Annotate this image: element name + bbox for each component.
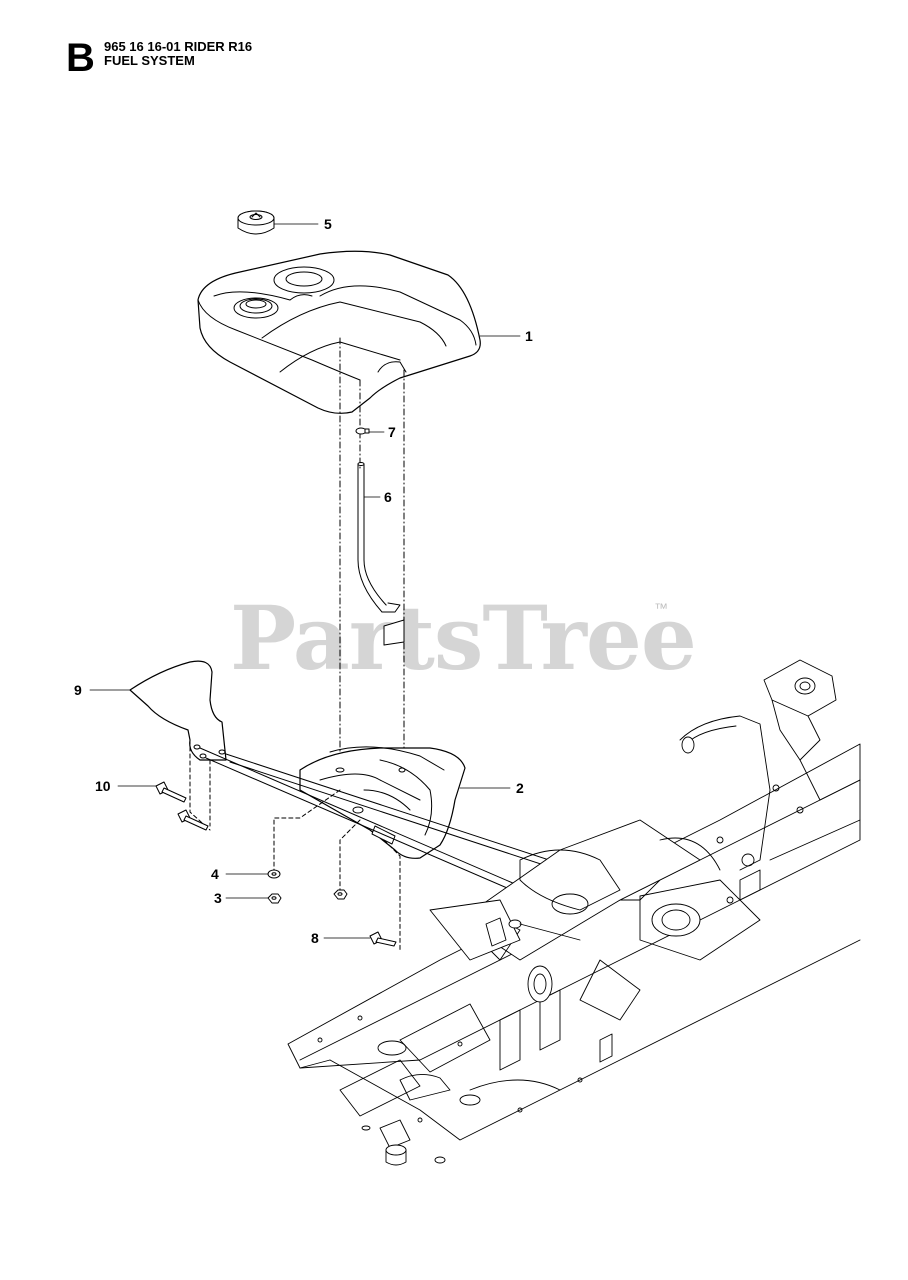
callout-1[interactable]: 1 xyxy=(525,328,533,344)
callout-5[interactable]: 5 xyxy=(324,216,332,232)
callout-6[interactable]: 6 xyxy=(384,489,392,505)
callout-3[interactable]: 3 xyxy=(214,890,222,906)
washer-nut-drawing xyxy=(267,869,348,904)
callout-leaders xyxy=(89,223,521,939)
assembly-lead-lines xyxy=(189,739,401,951)
bolt-drawing xyxy=(155,781,209,831)
header-text: 965 16 16-01 RIDER R16 FUEL SYSTEM xyxy=(104,40,252,68)
callout-4[interactable]: 4 xyxy=(211,866,219,882)
tank-bracket-drawing xyxy=(299,746,466,859)
fuel-hose-drawing xyxy=(357,462,405,646)
screw-drawing xyxy=(369,931,397,947)
watermark: PartsTree xyxy=(230,586,697,690)
fuel-cap-drawing xyxy=(237,210,275,235)
section-title: FUEL SYSTEM xyxy=(104,53,195,68)
section-letter: B xyxy=(66,36,95,80)
callout-9[interactable]: 9 xyxy=(74,682,82,698)
fuel-tank-drawing xyxy=(197,250,481,414)
bracket-plate-drawing xyxy=(129,660,227,761)
watermark-trademark: ™ xyxy=(654,600,668,616)
callout-7[interactable]: 7 xyxy=(388,424,396,440)
chassis-frame-drawing xyxy=(287,659,861,1166)
callout-10[interactable]: 10 xyxy=(95,778,111,794)
callout-8[interactable]: 8 xyxy=(311,930,319,946)
hose-clamp-drawing xyxy=(355,427,370,435)
callout-2[interactable]: 2 xyxy=(516,780,524,796)
model-line: 965 16 16-01 RIDER R16 xyxy=(104,39,253,54)
